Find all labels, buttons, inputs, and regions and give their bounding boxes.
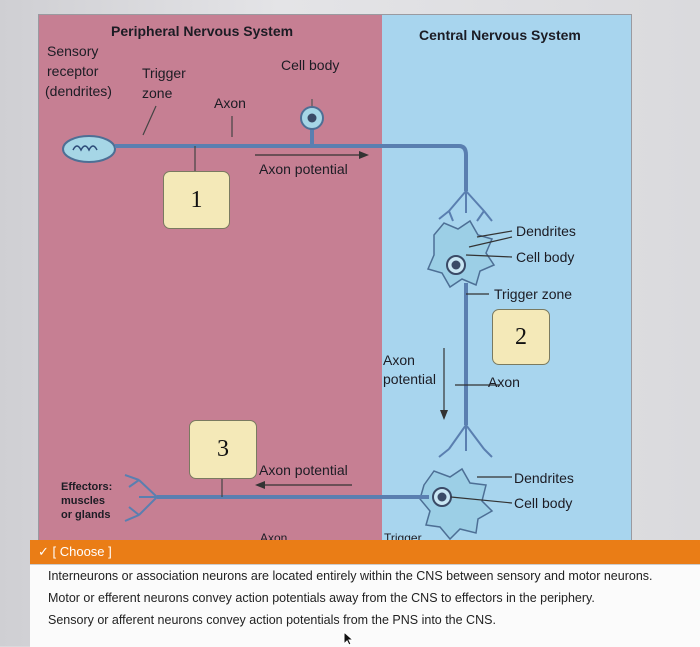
dropdown-option-sensory-neurons[interactable]: Sensory or afferent neurons convey actio…	[48, 613, 496, 627]
cell-body-label-top: Cell body	[281, 57, 340, 73]
interneuron-cell-body	[426, 219, 496, 289]
answer-box-1[interactable]: 1	[163, 171, 230, 229]
trigger-zone-label-cns: Trigger zone	[494, 286, 573, 302]
dendrites-label-upper: Dendrites	[516, 223, 576, 239]
dropdown-option-motor-neurons[interactable]: Motor or efferent neurons convey action …	[48, 591, 595, 605]
dendrites-label-lower: Dendrites	[514, 470, 574, 486]
answer-dropdown[interactable]: ✓ [ Choose ]	[30, 540, 700, 564]
axon-potential-label-top: Axon potential	[259, 161, 348, 177]
sensory-axon	[115, 144, 468, 191]
motor-cell-body	[419, 467, 494, 541]
cns-region	[382, 15, 631, 543]
dropdown-option-interneurons[interactable]: Interneurons or association neurons are …	[48, 569, 653, 583]
axon-potential-label-bottom: Axon potential	[259, 462, 348, 478]
cns-title: Central Nervous System	[419, 27, 581, 43]
nervous-system-diagram: Peripheral Nervous System Central Nervou…	[38, 14, 632, 544]
axon-terminals	[124, 474, 158, 522]
pns-title: Peripheral Nervous System	[111, 23, 294, 39]
answer-box-3[interactable]: 3	[189, 420, 257, 479]
axon-label-top: Axon	[214, 95, 246, 111]
answer-box-2[interactable]: 2	[492, 309, 550, 365]
cell-body-label-upper: Cell body	[516, 249, 575, 265]
mouse-pointer-icon	[343, 631, 355, 646]
interneuron-dendrites	[438, 190, 493, 222]
axon-label-cns: Axon	[488, 374, 520, 390]
neuron-drawing	[62, 99, 513, 541]
dropdown-options-list: Interneurons or association neurons are …	[30, 564, 700, 647]
cell-body-label-lower: Cell body	[514, 495, 573, 511]
